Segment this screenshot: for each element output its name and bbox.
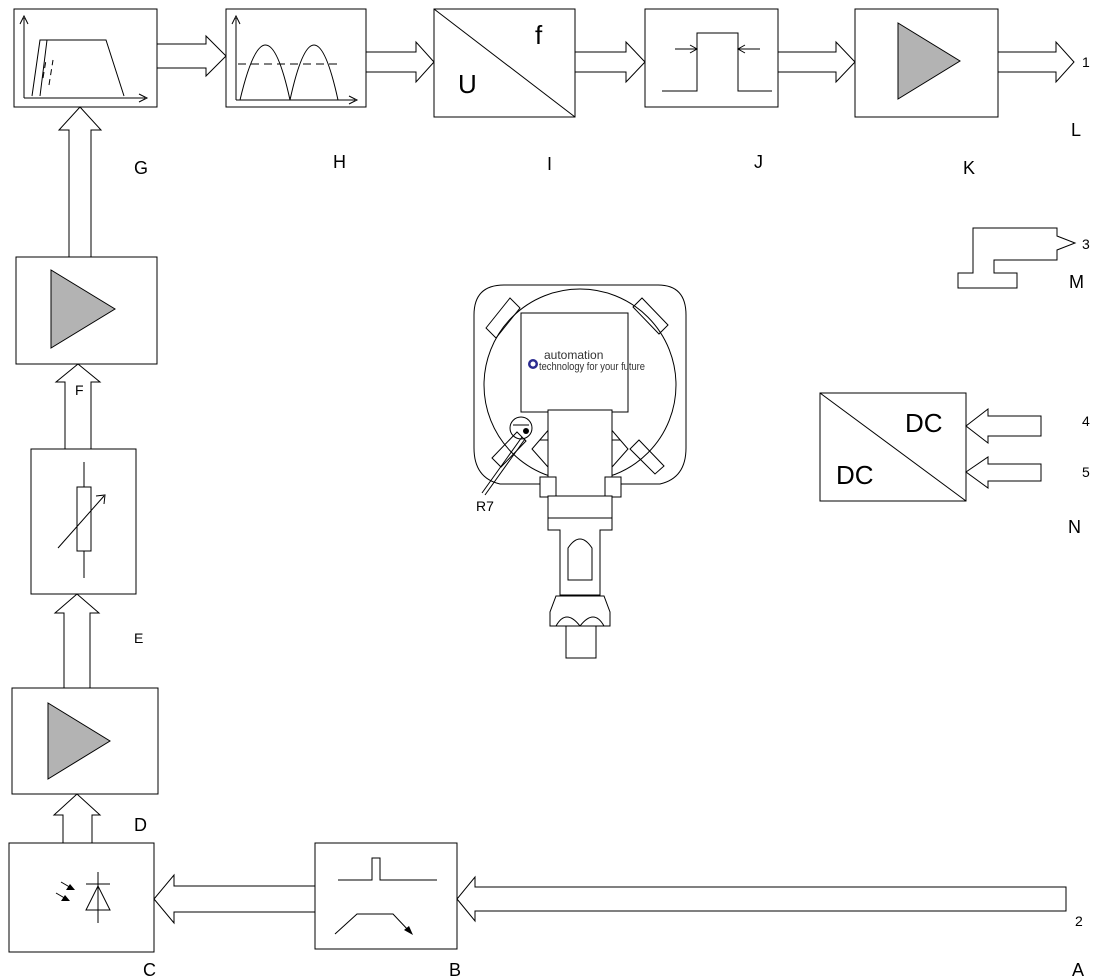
- amplifier-triangle-k: [897, 22, 961, 100]
- label-c: C: [143, 960, 156, 979]
- terminal-5: 5: [1082, 464, 1090, 480]
- amplifier-triangle-d: [47, 702, 111, 780]
- label-a: A: [1072, 960, 1084, 979]
- arrow-f-g: [57, 106, 103, 258]
- converter-uf-input: U: [458, 69, 477, 99]
- arrow-j-k: [777, 40, 856, 84]
- dcdc-input: DC: [836, 460, 874, 490]
- variable-resistor-block-e: [30, 448, 137, 595]
- label-n: N: [1068, 517, 1081, 537]
- sensor-device-drawing: R7 automation technology for your future: [473, 284, 687, 659]
- arrow-input-4: [965, 407, 1042, 445]
- terminal-1: 1: [1082, 54, 1090, 70]
- label-d: D: [134, 815, 147, 835]
- arrow-c-d: [52, 793, 102, 844]
- amplifier-block-f: [15, 256, 158, 365]
- arrow-e-f: [54, 363, 102, 450]
- arrow-input-5: [965, 456, 1042, 489]
- photodiode-block-c: [8, 842, 155, 953]
- amplifier-block-k: [854, 8, 999, 118]
- label-b: B: [449, 960, 461, 979]
- arrow-m-out: [957, 227, 1077, 289]
- transmitter-block-b: [314, 842, 458, 950]
- pot-label: R7: [476, 498, 494, 514]
- label-i: I: [547, 154, 552, 174]
- label-j: J: [754, 152, 763, 172]
- label-k: K: [963, 158, 975, 178]
- terminal-3: 3: [1082, 236, 1090, 252]
- dcdc-output: DC: [905, 408, 943, 438]
- rectifier-block-h: [225, 8, 367, 108]
- arrow-input-b: [456, 875, 1067, 923]
- logo-line1: automation: [544, 348, 603, 362]
- arrow-k-out: [997, 40, 1075, 84]
- terminal-4: 4: [1082, 413, 1090, 429]
- label-f: F: [75, 382, 84, 398]
- pulse-block-j: [644, 8, 779, 108]
- arrow-d-e: [53, 593, 101, 689]
- dcdc-converter-block-n: DC DC: [819, 392, 967, 502]
- converter-uf-output: f: [535, 20, 543, 50]
- label-h: H: [333, 152, 346, 172]
- terminal-2: 2: [1075, 913, 1083, 929]
- label-m: M: [1069, 272, 1084, 292]
- amplifier-triangle-f: [50, 269, 116, 349]
- label-l: L: [1071, 120, 1081, 140]
- label-e: E: [134, 630, 143, 646]
- amplifier-block-d: [11, 687, 159, 795]
- label-g: G: [134, 158, 148, 178]
- arrow-h-i: [365, 40, 435, 84]
- arrow-b-c: [153, 873, 316, 925]
- filter-block-g: [13, 8, 158, 108]
- arrow-i-j: [574, 40, 646, 84]
- uf-converter-block-i: U f: [433, 8, 576, 118]
- logo-line2: technology for your future: [539, 361, 645, 373]
- arrow-g-h: [156, 34, 227, 78]
